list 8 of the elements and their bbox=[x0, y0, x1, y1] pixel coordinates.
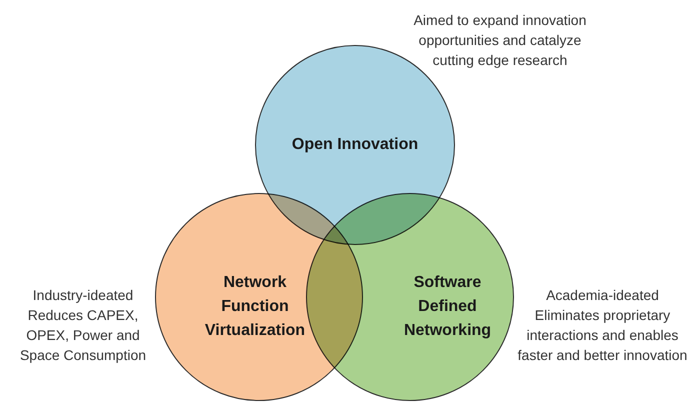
circle-title: Open Innovation bbox=[290, 135, 420, 155]
description-text: Reduces CAPEX, OPEX, Power and Space Consumption bbox=[18, 306, 148, 365]
description-text: Aimed to expand innovation opportunities and catalyze cutting edge research bbox=[412, 11, 588, 70]
circle-title: Software Defined Networking bbox=[402, 273, 492, 341]
description-text: Eliminates proprietary interactions and enables faster and better innovation bbox=[516, 306, 688, 365]
description-text: Industry-ideated bbox=[32, 286, 134, 305]
description-text: Academia-ideated bbox=[545, 286, 660, 305]
circle-title: Network Function Virtualization bbox=[204, 273, 306, 341]
